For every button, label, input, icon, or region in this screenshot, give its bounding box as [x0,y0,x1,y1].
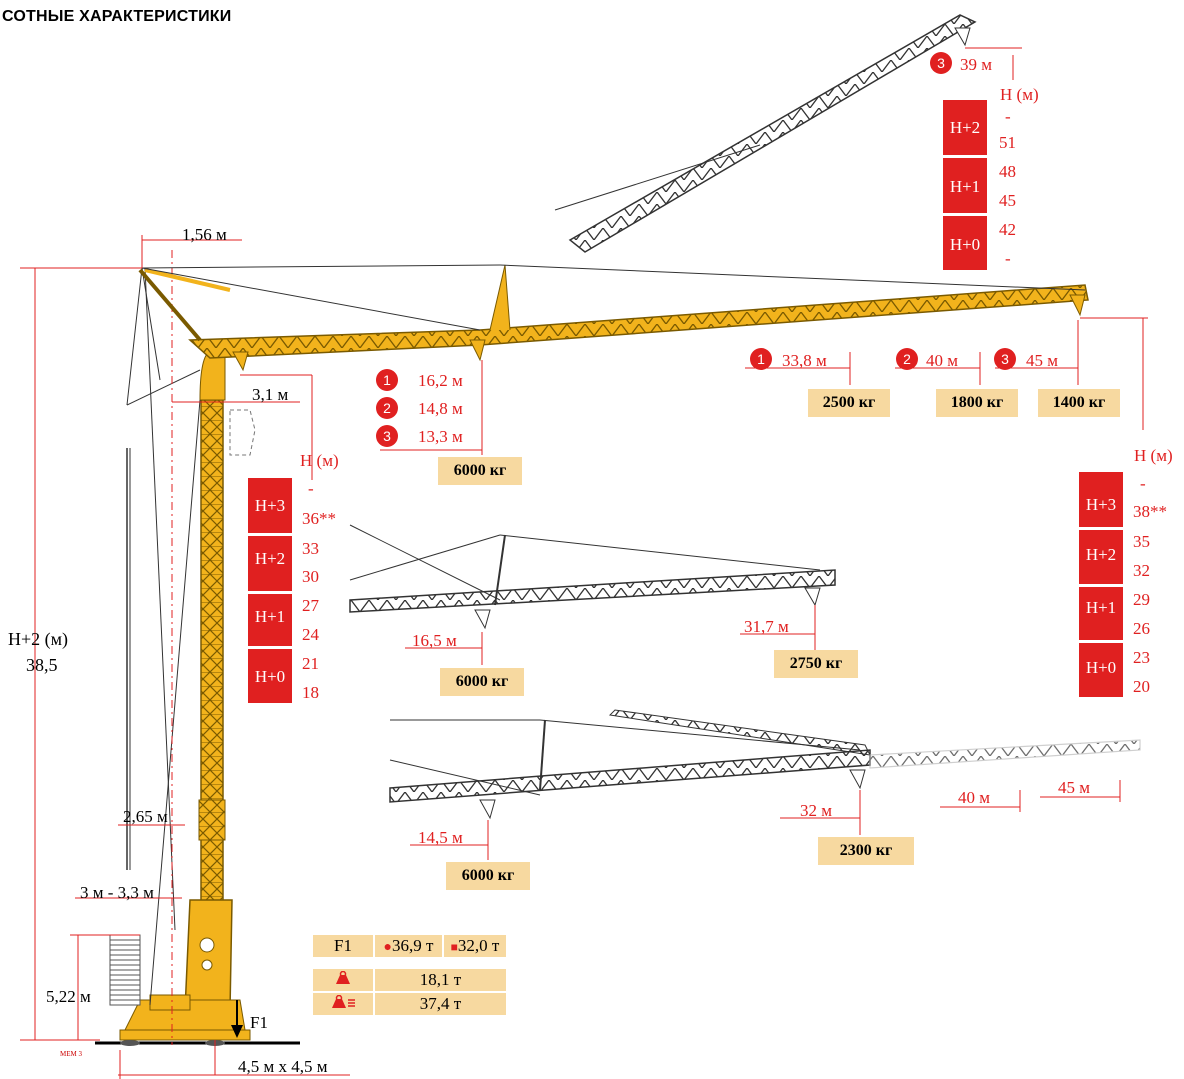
right-h-value: 32 [1133,561,1150,580]
height-label: H+2 (м) [8,629,69,649]
top-block-h1: H+1 [943,158,987,213]
short-inner-reach: 16,5 м [412,631,457,650]
short-outer-reach: 31,7 м [744,617,789,636]
right-h-value: 38** [1133,502,1167,521]
dimension-lines [20,47,1148,1079]
weight-icon [336,970,350,984]
left-h-value: 36** [302,509,336,528]
left-block-h0: H+0 [248,649,292,703]
loads-row2: 18,1 т [375,969,506,991]
right-height-header: H (м) [1134,446,1173,465]
right-block-h3: H+3 [1079,472,1123,527]
luffed-badge: 3 [930,52,952,74]
ballast-height-label: 5,22 м [46,987,91,1006]
folded-ext1: 40 м [958,788,991,807]
right-block-h2: H+2 [1079,530,1123,584]
top-offset-label: 1,56 м [182,225,227,244]
ballast-width-label: 3 м - 3,3 м [80,883,154,902]
left-h-value: 27 [302,596,319,615]
left-h-value: 18 [302,683,319,702]
inner-load: 6000 кг [438,457,522,485]
outer-reach-1: 33,8 м [782,351,827,370]
outer-badge-1: 1 [750,348,772,370]
page-title: СОТНЫЕ ХАРАКТЕРИСТИКИ [2,8,232,25]
weight-icon-cell [313,969,373,991]
short-outer-load: 2750 кг [774,650,858,678]
model-mark: MEM 3 [60,1050,82,1058]
inner-reach-1: 16,2 м [418,371,463,390]
folded-jib [389,709,1141,820]
f1-label: F1 [250,1013,268,1032]
top-h-value: - [1005,107,1011,126]
outer-badge-2: 2 [896,348,918,370]
outer-load-3: 1400 кг [1038,389,1120,417]
loads-f1-a: 36,9 т [392,936,434,955]
right-h-value: 35 [1133,532,1150,551]
left-h-value: 33 [302,539,319,558]
top-block-h0: H+0 [943,216,987,270]
badge-3: 3 [376,425,398,447]
folded-inner-load: 6000 кг [446,862,530,890]
badge-1: 1 [376,369,398,391]
right-h-value: 20 [1133,677,1150,696]
right-block-h1: H+1 [1079,587,1123,640]
left-block-h2: H+2 [248,536,292,591]
outer-badge-3: 3 [994,348,1016,370]
ballast-stack [109,934,141,1006]
outer-load-1: 2500 кг [808,389,890,417]
folded-outer-reach: 32 м [800,801,833,820]
luffed-reach: 39 м [960,55,993,74]
loads-f1-label: F1 [313,935,373,957]
crane-mast [95,267,300,1046]
outer-load-2: 1800 кг [936,389,1018,417]
right-h-value: 29 [1133,590,1150,609]
left-block-h3: H+3 [248,478,292,533]
folded-ext2: 45 м [1058,778,1091,797]
folded-outer-load: 2300 кг [818,837,914,865]
outer-reach-3: 45 м [1026,351,1059,370]
left-h-value: 24 [302,625,319,644]
loads-f1-a-cell: ●36,9 т [375,935,442,957]
right-h-value: - [1140,474,1146,493]
height-value: 38,5 [26,655,58,675]
right-h-value: 23 [1133,648,1150,667]
base-offset-label: 2,65 м [123,807,168,826]
inner-reach-2: 14,8 м [418,399,463,418]
left-h-value: - [308,479,314,498]
folded-inner-reach: 14,5 м [418,828,463,847]
left-h-value: 21 [302,654,319,673]
short-inner-load: 6000 кг [440,668,524,696]
f1-arrow [231,1000,243,1038]
top-h-value: 42 [999,220,1016,239]
loads-f1-b-cell: ■32,0 т [444,935,506,957]
stacked-weight-icon-cell [313,993,373,1015]
outer-reach-2: 40 м [926,351,959,370]
stacked-weight-icon [332,994,355,1008]
main-jib [138,264,1089,456]
inner-reach-3: 13,3 м [418,427,463,446]
left-h-value: 30 [302,567,319,586]
left-height-header: H (м) [300,451,339,470]
short-jib [349,524,836,630]
luffed-jib [554,14,977,253]
mast-offset-label: 3,1 м [252,385,289,404]
loads-f1-b: 32,0 т [457,936,500,955]
right-h-value: 26 [1133,619,1150,638]
badge-2: 2 [376,397,398,419]
left-block-h1: H+1 [248,594,292,646]
top-height-header: H (м) [1000,85,1039,104]
top-h-value: 45 [999,191,1016,210]
top-block-h2: H+2 [943,100,987,155]
top-h-value: 48 [999,162,1016,181]
loads-row3: 37,4 т [375,993,506,1015]
base-size-label: 4,5 м x 4,5 м [238,1057,328,1076]
top-h-value: 51 [999,133,1016,152]
top-h-value: - [1005,249,1011,268]
right-block-h0: H+0 [1079,643,1123,697]
